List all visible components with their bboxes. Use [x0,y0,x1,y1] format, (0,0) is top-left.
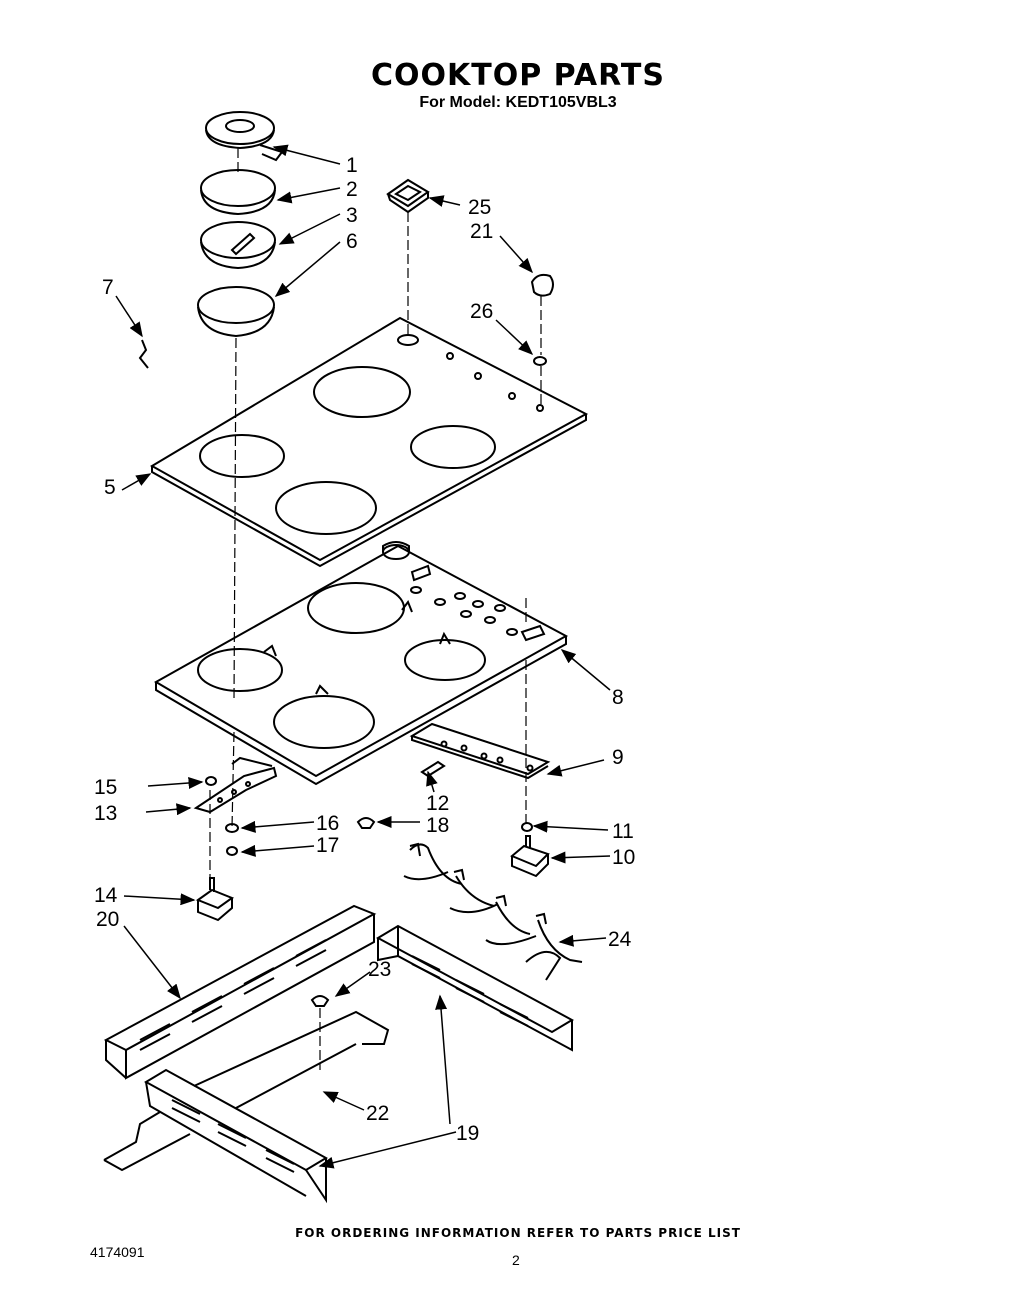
callout-2: 2 [346,178,358,201]
callout-16: 16 [316,812,339,835]
reflector-bowl [200,221,276,270]
callout-18: 18 [426,814,449,837]
callout-7: 7 [102,276,114,299]
ordering-note: FOR ORDERING INFORMATION REFER TO PARTS … [295,1226,741,1240]
wiring-harness [403,842,583,981]
washer-17 [226,846,238,856]
page-title: COOKTOP PARTS [371,58,665,93]
page-number: 2 [512,1252,520,1268]
callout-24: 24 [608,928,632,951]
callout-9: 9 [612,746,624,769]
callout-10: 10 [612,846,635,869]
trim-ring [200,169,276,216]
callout-12: 12 [426,792,449,815]
document-number: 4174091 [90,1244,145,1260]
callout-13: 13 [94,802,117,825]
callout-26: 26 [470,300,493,323]
callout-25: 25 [468,196,491,219]
callout-11: 11 [612,820,634,843]
washer [533,356,547,366]
callout-20: 20 [96,908,119,931]
bottom-plate [103,1010,390,1172]
rear-channel [143,924,575,1204]
callout-5: 5 [104,476,116,499]
callout-22: 22 [366,1102,389,1125]
assembly-lines [209,148,542,1070]
callout-1: 1 [346,154,358,177]
clip [138,339,149,369]
screw-23 [310,995,330,1007]
vent-cap [386,178,430,214]
front-channel [103,904,377,1080]
callout-17: 17 [316,834,339,857]
callout-15: 15 [94,776,117,799]
support-ring [197,286,275,338]
callout-21: 21 [470,220,493,243]
callout-6: 6 [346,230,358,253]
screw-18 [356,817,376,829]
nut-15 [205,776,217,786]
callout-3: 3 [346,204,358,227]
infinite-switch-10 [510,835,550,878]
leader-lines [115,144,611,1169]
callout-8: 8 [612,686,624,709]
mounting-bracket [409,722,551,780]
callout-23: 23 [368,958,391,981]
callout-19: 19 [456,1122,479,1145]
cooktop-glass [150,316,589,568]
callout-14: 14 [94,884,118,907]
knob [530,273,554,297]
surface-element [205,111,284,162]
infinite-switch-14 [195,877,235,922]
bracket-clip [420,760,446,778]
callouts: 1 2 3 6 7 5 25 21 26 8 9 12 15 13 16 17 … [94,154,635,1145]
model-line: For Model: KEDT105VBL3 [419,94,617,111]
washer-11 [521,822,533,832]
cooktop-frame [153,541,569,786]
